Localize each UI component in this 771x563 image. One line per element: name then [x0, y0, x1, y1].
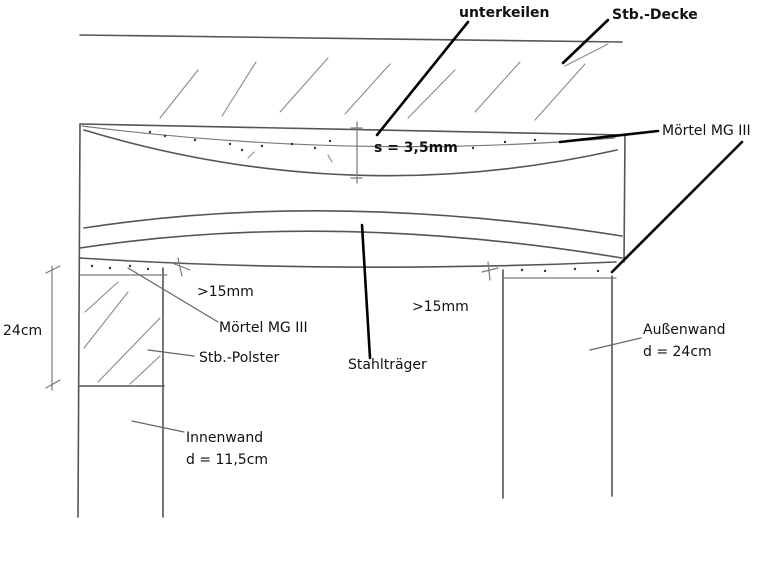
spacing-marks	[171, 121, 499, 281]
label-unterkeilen: unterkeilen	[459, 5, 550, 21]
mortar-bearing-right	[520, 267, 600, 273]
label-stahltraeger: Stahlträger	[348, 357, 427, 373]
dimension-24cm	[45, 265, 61, 391]
mortar-bed-top	[81, 125, 616, 163]
walls	[77, 123, 626, 518]
label-dimension-24cm: 24cm	[3, 323, 42, 339]
label-stb-polster: Stb.-Polster	[199, 350, 280, 366]
leader-lines	[127, 18, 744, 433]
concrete-pad	[79, 281, 165, 387]
label-moertel-right: Mörtel MG III	[662, 123, 751, 139]
label-innenwand-thickness: d = 11,5cm	[186, 452, 268, 468]
label-innenwand: Innenwand	[186, 430, 263, 446]
label-aussenwand: Außenwand	[643, 322, 726, 338]
label-gap-left: >15mm	[197, 284, 254, 300]
mortar-bearing-left	[79, 264, 168, 276]
concrete-slab	[79, 34, 626, 136]
label-gap-right: >15mm	[412, 299, 469, 315]
label-stb-decke: Stb.-Decke	[612, 7, 698, 23]
steel-beam	[79, 129, 623, 268]
label-spacing: s = 3,5mm	[374, 140, 458, 156]
label-moertel-left: Mörtel MG III	[219, 320, 308, 336]
label-aussenwand-thickness: d = 24cm	[643, 344, 712, 360]
